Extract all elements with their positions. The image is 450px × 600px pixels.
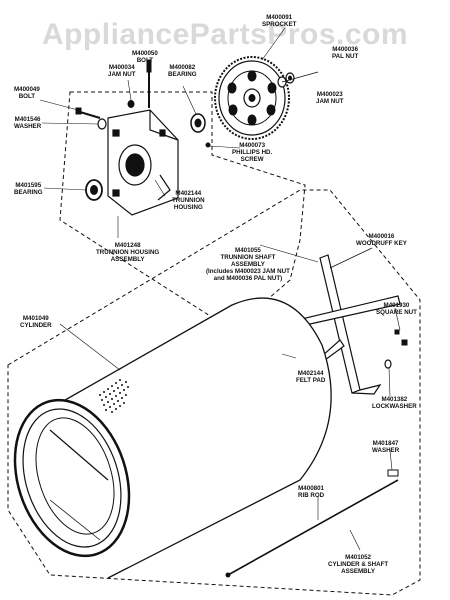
part-name: PAL NUT (332, 53, 359, 60)
part-number: M401382 (381, 396, 408, 403)
washer-left-icon (97, 118, 107, 130)
part-number: M400023 (316, 91, 343, 98)
label-cylinder-shaft: M401052 CYLINDER & SHAFT ASSEMBLY (328, 554, 388, 575)
part-name: LOCKWASHER (372, 403, 417, 410)
part-name: CYLINDER & SHAFT (328, 561, 389, 568)
cylinder-icon (13, 297, 332, 579)
bearing-top-icon (190, 113, 206, 133)
part-number: M401055 (235, 247, 261, 254)
part-name-2: ASSEMBLY (341, 568, 375, 575)
part-note-2: and M400036 PAL NUT) (213, 275, 283, 282)
label-phillips-screw: M400073 PHILLIPS HD. SCREW (232, 142, 272, 163)
part-number: M400034 (108, 64, 135, 71)
part-name: TRUNNION SHAFT (220, 254, 276, 261)
part-number: M401930 (383, 302, 410, 309)
bolt-left-icon (75, 107, 101, 119)
cylinder-assembly-outline (7, 189, 421, 596)
part-name: BOLT (136, 57, 154, 64)
label-rib-rod: M400801 RIB ROD (298, 485, 324, 499)
part-number: M400801 (298, 485, 324, 492)
bolt-icon (146, 59, 152, 108)
part-name-2: HOUSING (173, 204, 203, 211)
part-number: M401049 (22, 315, 49, 322)
part-name: WOODRUFF KEY (356, 240, 407, 247)
label-jam-nut-left: M400034 JAM NUT (108, 64, 136, 78)
label-pal-nut: M400036 PAL NUT (332, 46, 358, 60)
part-name: RIB ROD (298, 492, 325, 499)
washer-right-icon (387, 469, 399, 477)
part-name: JAM NUT (316, 98, 344, 105)
label-washer-left: M401546 WASHER (14, 116, 41, 130)
rib-rod-icon (225, 479, 399, 578)
label-sprocket: M400091 SPROCKET (262, 14, 296, 28)
part-name: SQUARE NUT (376, 309, 417, 316)
label-cylinder: M401049 CYLINDER (20, 315, 52, 329)
label-bearing-top: M400082 BEARING (168, 64, 197, 78)
part-name: FELT PAD (296, 377, 326, 384)
label-felt-pad: M402144 FELT PAD (296, 370, 325, 384)
part-name-2: SCREW (240, 156, 264, 163)
label-woodruff-key: M400016 WOODRUFF KEY (356, 233, 407, 247)
part-number: M401847 (372, 440, 399, 447)
part-name: TRUNNION (172, 197, 205, 204)
label-washer-right: M401847 WASHER (372, 440, 399, 454)
part-number: M401248 (114, 242, 141, 249)
part-number: M402144 (297, 370, 324, 377)
label-bolt-left: M400049 BOLT (14, 86, 40, 100)
part-number: M402144 (175, 190, 202, 197)
jam-nut-left-icon (127, 100, 135, 108)
pal-nut-icon (285, 72, 295, 84)
part-name: WASHER (372, 447, 400, 454)
part-number: M400016 (368, 233, 395, 240)
part-number: M401052 (345, 554, 371, 561)
label-square-nut: M401930 SQUARE NUT (376, 302, 417, 316)
part-name: PHILLIPS HD. (232, 149, 273, 156)
phillips-screw-icon (205, 142, 211, 148)
part-note: (Includes M400023 JAM NUT (206, 268, 290, 275)
part-number: M400049 (14, 86, 40, 93)
part-name-2: ASSEMBLY (231, 261, 265, 268)
part-name: TRUNNION HOUSING (96, 249, 160, 256)
part-number: M401595 (15, 182, 42, 189)
label-trunnion-shaft: M401055 TRUNNION SHAFT ASSEMBLY (Include… (206, 247, 290, 282)
part-name: WASHER (14, 123, 42, 130)
trunnion-housing-icon (107, 109, 179, 216)
part-name: BOLT (18, 93, 36, 100)
label-bolt-top: M400050 BOLT (132, 50, 158, 64)
part-number: M400073 (239, 142, 266, 149)
part-name: BEARING (168, 71, 197, 78)
label-lockwasher: M401382 LOCKWASHER (372, 396, 417, 410)
part-number: M401546 (14, 116, 41, 123)
lockwasher-icon (384, 359, 392, 369)
square-nut-icon (394, 329, 408, 346)
part-name-2: ASSEMBLY (110, 256, 145, 263)
part-number: M400082 (169, 64, 196, 71)
label-jam-nut-right: M400023 JAM NUT (316, 91, 344, 105)
part-name: CYLINDER (20, 322, 52, 329)
part-number: M400050 (132, 50, 158, 57)
part-name: BEARING (14, 189, 43, 196)
label-bearing-left: M401595 BEARING (14, 182, 43, 196)
jam-nut-right-icon (277, 71, 319, 88)
bearing-left-icon (85, 179, 103, 201)
label-trunnion-assembly: M401248 TRUNNION HOUSING ASSEMBLY (96, 242, 159, 263)
part-name: SPROCKET (262, 21, 297, 28)
watermark: AppliancePartsPros.com (41, 18, 409, 51)
sprocket-icon (214, 56, 290, 140)
part-number: M400036 (332, 46, 359, 53)
part-name: JAM NUT (108, 71, 136, 78)
part-number: M400091 (266, 14, 293, 21)
label-trunnion-housing: M402144 TRUNNION HOUSING (172, 190, 205, 211)
trunnion-assembly-outline (59, 91, 306, 331)
